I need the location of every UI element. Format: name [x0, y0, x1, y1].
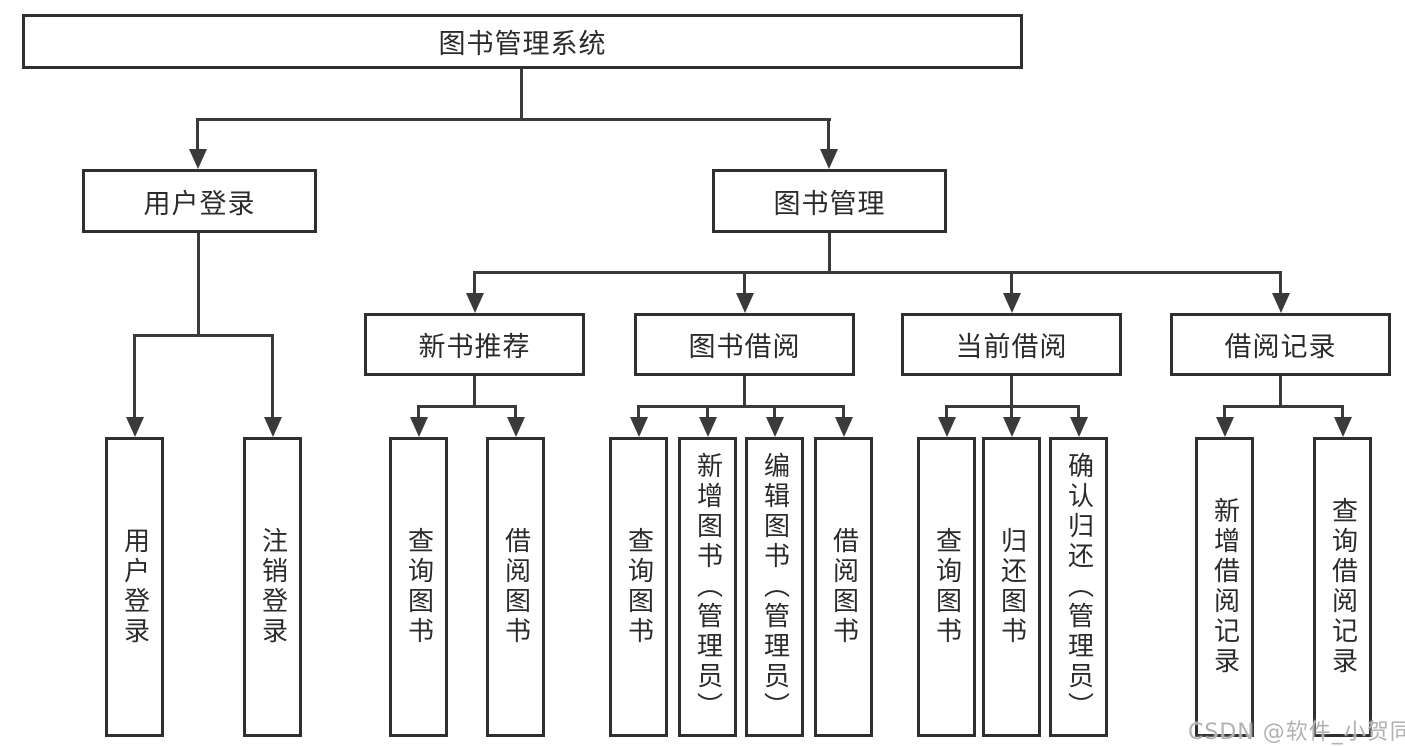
- connector-line: [827, 118, 830, 149]
- node-current-borrow: 当前借阅: [901, 313, 1122, 376]
- arrow-down-icon: [1272, 293, 1290, 313]
- node-book-management: 图书管理: [712, 169, 947, 233]
- arrow-down-icon: [410, 417, 428, 437]
- leaf-br-add-record: 新增借阅记录: [1195, 437, 1254, 737]
- leaf-bb-edit-book: 编辑图书（管理员）: [745, 437, 804, 737]
- leaf-bb-query-book: 查询图书: [609, 437, 668, 737]
- connector-line: [945, 405, 948, 417]
- arrow-down-icon: [466, 293, 484, 313]
- connector-line: [1279, 271, 1282, 293]
- connector-line: [637, 405, 640, 417]
- node-book-borrow: 图书借阅: [634, 313, 855, 376]
- connector-line: [133, 334, 136, 417]
- connector-line: [271, 334, 274, 417]
- connector-line: [133, 334, 274, 337]
- leaf-cb-confirm-return: 确认归还（管理员）: [1049, 437, 1108, 737]
- arrow-down-icon: [699, 417, 717, 437]
- csdn-watermark: CSDN @软件_小贺同学: [1188, 720, 1405, 745]
- leaf-bb-borrow-book: 借阅图书: [814, 437, 873, 737]
- arrow-down-icon: [264, 417, 282, 437]
- connector-line: [1077, 405, 1080, 417]
- arrow-down-icon: [189, 149, 207, 169]
- connector-line: [1341, 405, 1344, 417]
- node-root: 图书管理系统: [22, 14, 1023, 69]
- arrow-down-icon: [126, 417, 144, 437]
- arrow-down-icon: [766, 417, 784, 437]
- connector-line: [514, 405, 517, 417]
- leaf-nb-query-book: 查询图书: [389, 437, 448, 737]
- connector-line: [196, 118, 199, 149]
- connector-line: [842, 405, 845, 417]
- connector-line: [473, 376, 476, 407]
- node-user-login: 用户登录: [82, 169, 317, 233]
- connector-line: [473, 271, 1282, 274]
- arrow-down-icon: [507, 417, 525, 437]
- arrow-down-icon: [1216, 417, 1234, 437]
- connector-line: [1010, 405, 1013, 417]
- arrow-down-icon: [736, 293, 754, 313]
- leaf-cb-query-book: 查询图书: [917, 437, 976, 737]
- connector-line: [743, 376, 746, 407]
- connector-line: [743, 271, 746, 293]
- connector-line: [473, 271, 476, 293]
- connector-line: [1010, 271, 1013, 293]
- leaf-br-query-record: 查询借阅记录: [1313, 437, 1372, 737]
- connector-line: [417, 405, 420, 417]
- connector-line: [1223, 405, 1226, 417]
- arrow-down-icon: [1070, 417, 1088, 437]
- arrow-down-icon: [938, 417, 956, 437]
- connector-line: [1223, 405, 1344, 408]
- connector-line: [828, 233, 831, 273]
- connector-line: [197, 233, 200, 336]
- arrow-down-icon: [1334, 417, 1352, 437]
- arrow-down-icon: [835, 417, 853, 437]
- leaf-nb-borrow-book: 借阅图书: [486, 437, 545, 737]
- connector-line: [520, 68, 523, 120]
- connector-line: [1279, 376, 1282, 407]
- connector-line: [773, 405, 776, 417]
- arrow-down-icon: [1003, 417, 1021, 437]
- connector-line: [417, 405, 517, 408]
- leaf-bb-add-book: 新增图书（管理员）: [678, 437, 737, 737]
- leaf-cb-return-book: 归还图书: [982, 437, 1041, 737]
- arrow-down-icon: [1003, 293, 1021, 313]
- arrow-down-icon: [820, 149, 838, 169]
- connector-line: [637, 405, 845, 408]
- connector-line: [196, 118, 831, 121]
- node-borrow-records: 借阅记录: [1170, 313, 1391, 376]
- leaf-user-login: 用户登录: [105, 437, 164, 737]
- node-new-book-recommend: 新书推荐: [364, 313, 585, 376]
- connector-line: [706, 405, 709, 417]
- arrow-down-icon: [630, 417, 648, 437]
- connector-line: [1010, 376, 1013, 407]
- leaf-logout: 注销登录: [243, 437, 302, 737]
